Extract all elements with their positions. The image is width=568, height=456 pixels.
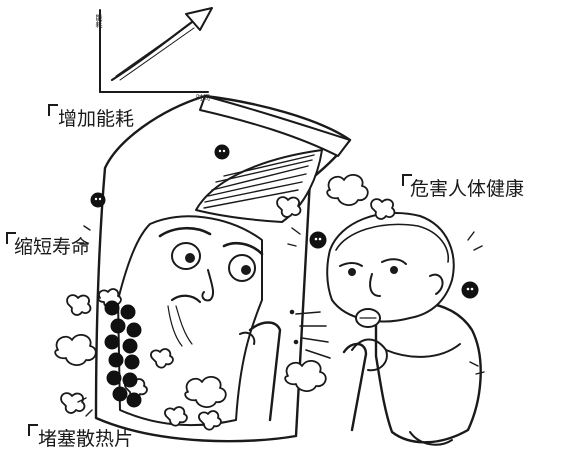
arrow-hatch <box>115 23 195 81</box>
motion-lines <box>77 225 93 417</box>
trend-arrowhead <box>185 7 213 31</box>
ac-face <box>158 226 264 347</box>
chart-ylabel: 能耗 <box>95 14 103 28</box>
label-block-heat: 堵塞散热片 <box>38 428 134 450</box>
energy-trend-chart <box>99 7 213 93</box>
dust-clouds <box>54 173 396 431</box>
chart-xlabel: 时间 <box>196 94 210 102</box>
ac-cane <box>248 321 282 422</box>
cough-spray <box>289 309 331 359</box>
label-harm-health: 危害人体健康 <box>410 178 525 200</box>
dust-particles <box>90 144 479 408</box>
old-man-cane <box>342 342 368 432</box>
label-shorten-life: 缩短寿命 <box>14 236 91 258</box>
label-bracket <box>48 104 58 116</box>
label-bracket <box>28 424 38 436</box>
label-increase-energy: 增加能耗 <box>58 108 135 130</box>
label-bracket <box>6 232 16 244</box>
label-bracket <box>402 174 412 186</box>
old-man <box>326 212 482 446</box>
shake-marks <box>287 227 485 375</box>
dust-eyes <box>94 149 474 291</box>
